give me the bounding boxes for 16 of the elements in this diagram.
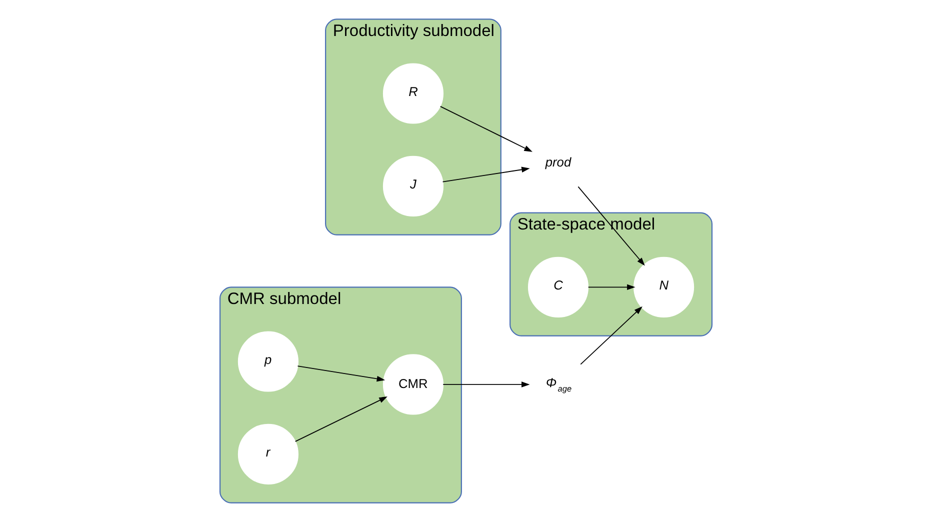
node-circle: r	[237, 424, 298, 484]
node-circle: CMR	[382, 354, 444, 415]
arrow	[577, 186, 644, 266]
node-text: Φ$_{age}$	[545, 374, 572, 394]
node-circle: C	[527, 256, 588, 318]
node-circle: J	[382, 156, 444, 216]
arrow	[439, 106, 532, 152]
arrow	[294, 396, 387, 442]
arrow	[580, 306, 642, 365]
node-circle: R	[382, 63, 444, 124]
arrow	[442, 382, 530, 388]
node-text: prod	[544, 154, 571, 170]
arrow	[296, 366, 385, 382]
arrow	[442, 166, 530, 182]
node-circle: p	[237, 331, 298, 392]
arrow	[587, 284, 635, 290]
